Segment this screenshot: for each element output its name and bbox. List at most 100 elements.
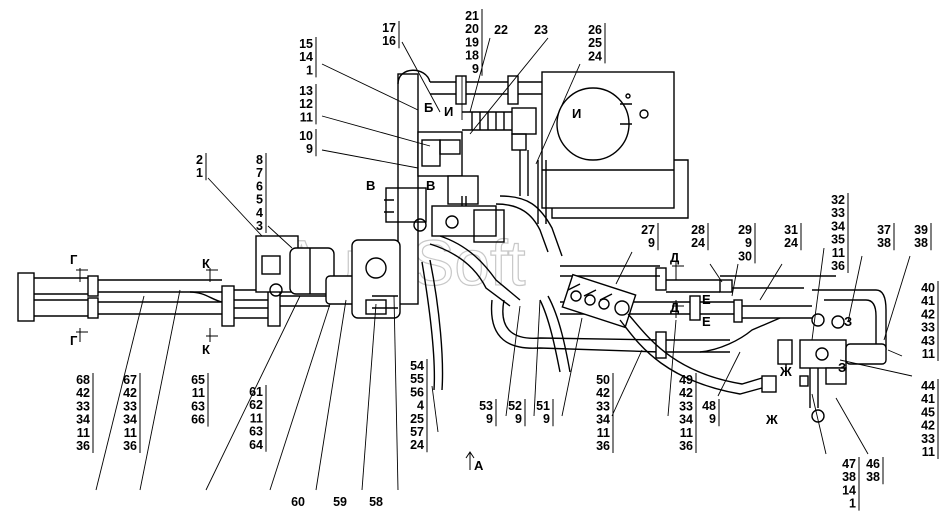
- callout-c-50-36-3: 34: [596, 413, 610, 427]
- callout-c-21-9-2: 19: [465, 35, 479, 49]
- callout-c-54-24-2: 56: [410, 385, 424, 399]
- callout-c-40-11-5: 11: [922, 347, 935, 361]
- callout-c-68-36-2: 33: [76, 399, 90, 413]
- callout-c-8-3-2: 6: [256, 179, 263, 193]
- callout-c-68-36-3: 34: [76, 413, 90, 427]
- view-i-left: И: [444, 104, 453, 119]
- callout-c-46-38-0: 46: [866, 457, 880, 471]
- callout-c-2-1-0: 2: [196, 153, 203, 167]
- callout-c-15-1-1: 14: [299, 50, 313, 64]
- view-k-top: К: [202, 256, 210, 271]
- callout-c-40-11-3: 33: [921, 321, 935, 335]
- callout-c-28-24-1: 24: [691, 236, 705, 250]
- callout-c-59-0: 59: [333, 495, 347, 509]
- callout-c-44-11-5: 11: [922, 445, 935, 459]
- callout-c-15-1-0: 15: [299, 37, 313, 51]
- callout-c-8-3-5: 3: [256, 219, 263, 233]
- callout-c-67-36-5: 36: [123, 439, 137, 453]
- callout-c-32-36-2: 34: [831, 219, 845, 233]
- callout-c-68-36-1: 42: [76, 386, 90, 400]
- view-g-top: Г: [70, 252, 78, 267]
- callout-c-67-36-0: 67: [123, 373, 137, 387]
- view-d-top: Д: [670, 250, 680, 265]
- view-zh-bottom: Ж: [765, 412, 778, 427]
- callout-c-32-36-3: 35: [831, 233, 845, 247]
- callout-c-65-66-3: 66: [191, 413, 205, 427]
- callout-c-58-0: 58: [369, 495, 383, 509]
- callout-c-15-1-2: 1: [306, 63, 313, 77]
- callout-c-27-9-1: 9: [648, 236, 655, 250]
- view-e-top: Е: [702, 292, 711, 307]
- callout-c-47-1-2: 14: [842, 483, 856, 497]
- callout-c-54-24-5: 57: [410, 425, 424, 439]
- callout-c-52-9-0: 52: [508, 399, 522, 413]
- assembly-drawing: [17, 69, 887, 423]
- callout-c-8-3-0: 8: [256, 153, 263, 167]
- callout-c-29-30-2: 30: [738, 249, 752, 263]
- view-b: Б: [424, 100, 433, 115]
- callout-c-68-36-0: 68: [76, 373, 90, 387]
- view-a: А: [474, 458, 484, 473]
- callout-c-61-64-2: 11: [250, 411, 263, 425]
- callout-c-48-9-1: 9: [709, 412, 716, 426]
- callout-c-47-1-1: 38: [842, 470, 856, 484]
- callout-c-31-24-1: 24: [784, 236, 798, 250]
- callout-c-32-36-1: 33: [831, 206, 845, 220]
- callout-c-50-36-1: 42: [596, 386, 610, 400]
- callout-c-40-11-0: 40: [921, 281, 935, 295]
- callout-c-49-36-4: 11: [680, 426, 693, 440]
- callout-c-29-30-1: 9: [745, 236, 752, 250]
- view-i-tank: И: [572, 106, 581, 121]
- left-valve-block: [255, 235, 371, 305]
- callout-c-52-9-1: 9: [515, 412, 522, 426]
- callout-c-13-11-0: 13: [299, 84, 313, 98]
- view-v-right: В: [426, 178, 435, 193]
- callout-c-49-36-3: 34: [679, 413, 693, 427]
- central-column: [351, 69, 431, 319]
- callout-c-32-36-0: 32: [831, 193, 845, 207]
- callout-c-60-0: 60: [291, 495, 305, 509]
- view-arrows: [76, 262, 684, 470]
- view-g-bottom: Г: [70, 333, 78, 348]
- callout-c-40-11-1: 41: [921, 294, 935, 308]
- callout-c-61-64-1: 62: [249, 398, 263, 412]
- valve-cluster-center: [561, 273, 637, 329]
- callout-c-65-66-0: 65: [191, 373, 205, 387]
- callout-c-68-36-5: 36: [76, 439, 90, 453]
- callout-c-54-24-4: 25: [410, 412, 424, 426]
- callout-c-54-24-6: 24: [410, 438, 424, 452]
- callout-c-26-24-0: 26: [588, 23, 602, 37]
- right-valve-block: [777, 313, 887, 423]
- top-horizontal-pipe: [430, 75, 542, 151]
- callout-c-10-9-0: 10: [299, 129, 313, 143]
- callout-c-21-9-3: 18: [465, 49, 479, 63]
- callout-c-28-24-0: 28: [691, 223, 705, 237]
- view-d-bottom: Д: [670, 300, 680, 315]
- callout-c-48-9-0: 48: [702, 399, 716, 413]
- callout-c-8-3-1: 7: [256, 166, 263, 180]
- view-v-left: В: [366, 178, 375, 193]
- callout-c-61-64-3: 63: [249, 425, 263, 439]
- reservoir-tank: [541, 71, 689, 219]
- callout-c-47-1-3: 1: [849, 497, 856, 511]
- callout-c-40-11-2: 42: [921, 307, 935, 321]
- leader-lines: [95, 37, 913, 491]
- callout-c-17-16-1: 16: [382, 34, 396, 48]
- callout-c-44-11-3: 42: [921, 419, 935, 433]
- callout-c-50-36-0: 50: [596, 373, 610, 387]
- callout-c-31-24-0: 31: [784, 223, 798, 237]
- callout-c-23-0: 23: [534, 23, 548, 37]
- view-zh-top: Ж: [779, 364, 792, 379]
- callout-c-17-16-0: 17: [382, 21, 396, 35]
- callout-c-61-64-4: 64: [249, 438, 263, 452]
- callout-c-54-24-0: 54: [410, 359, 424, 373]
- callout-c-49-36-5: 36: [679, 439, 693, 453]
- upper-distributor: [417, 131, 505, 243]
- callout-c-10-9-1: 9: [306, 142, 313, 156]
- callout-c-51-9-1: 9: [543, 412, 550, 426]
- callout-c-29-30-0: 29: [738, 223, 752, 237]
- callout-c-40-11-4: 43: [921, 334, 935, 348]
- callout-c-67-36-2: 33: [123, 399, 137, 413]
- callout-c-32-36-4: 11: [832, 246, 845, 260]
